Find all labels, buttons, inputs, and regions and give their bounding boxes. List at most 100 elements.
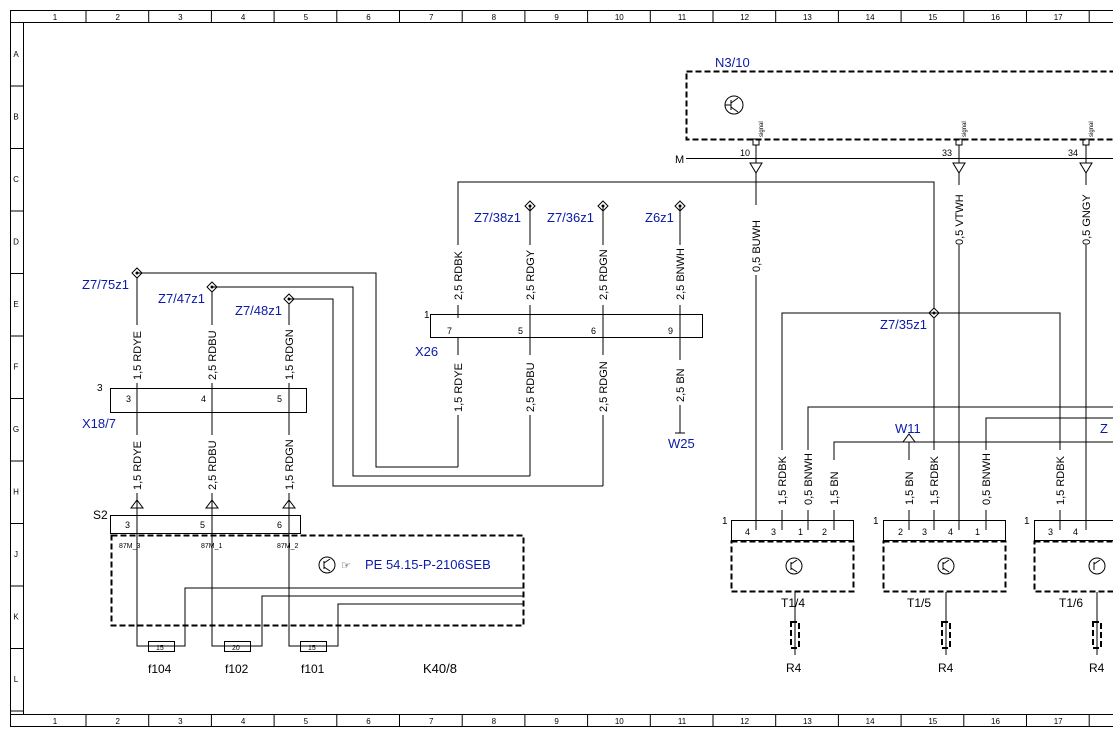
grid-col-label: 16 [991,717,1000,726]
grid-col-label: 8 [492,717,497,726]
grid-col-label: 8 [492,13,497,22]
wire-label: 0,5 BUWH [751,220,763,272]
s2-connector [110,515,301,534]
svg-text:5: 5 [518,326,523,336]
wire-label: 0,5 BNWH [803,453,815,505]
label-t1-6: T1/6 [1059,596,1083,610]
label-s2: S2 [93,508,108,522]
w11-ground-arrow [902,433,916,443]
label-z7-35z1: Z7/35z1 [880,317,927,332]
column-labels: 1122334455667788991010111112121313141415… [53,13,1063,726]
wire-label: 2,5 RDGN [598,249,610,300]
wire-label: 1,5 RDYE [453,363,465,412]
label-r4: R4 [938,661,954,675]
wire-bnwh-top [807,406,1113,530]
splice-z7-35z1 [928,307,940,319]
svg-text:3: 3 [771,527,776,537]
grid-row-label: B [13,113,18,122]
wire-label: 2,5 RDBK [453,250,465,300]
svg-text:5: 5 [277,394,282,404]
label-z7-48z1: Z7/48z1 [235,303,282,318]
grid-col-label: 9 [554,13,559,22]
grid-col-label: 10 [615,717,624,726]
svg-text:1: 1 [873,516,879,527]
svg-text:4: 4 [948,527,953,537]
pin-33-label: 33 [942,148,952,158]
wire-label: 2,5 RDGY [525,249,537,300]
svg-text:87M_3: 87M_3 [119,543,141,550]
splice-z7-36z1 [597,200,609,212]
transistor-icon [1088,557,1106,575]
pin-34-arrow [1079,162,1093,174]
svg-text:15: 15 [308,645,316,652]
wire-w11-left [833,441,909,530]
svg-text:3: 3 [126,394,131,404]
wire-label: 1,5 RDBK [1055,455,1067,505]
t1-6: 1 3 4 T1/6 R4 [1024,516,1113,675]
grid-col-label: 5 [304,13,309,22]
pin-10-label: 10 [740,148,750,158]
t1-5: 1 2 3 4 1 T1/5 R4 [873,516,1007,675]
x18-7-connector [110,388,307,413]
label-z7-38z1: Z7/38z1 [474,210,521,225]
transistor-icon [937,557,955,575]
svg-text:3: 3 [97,383,103,394]
wire-label: 1,5 BN [904,471,916,505]
svg-text:1: 1 [424,310,430,321]
label-t1-5: T1/5 [907,596,931,610]
grid-col-label: 13 [803,717,812,726]
svg-text:f104: f104 [148,662,172,676]
grid-col-label: 15 [928,13,937,22]
grid-col-label: 10 [615,13,624,22]
label-w11: W11 [895,421,921,436]
splice-z7-38z1 [524,200,536,212]
transistor-icon [785,557,803,575]
wire-label: 1,5 RDBK [777,455,789,505]
k40-8-box [110,534,525,627]
svg-text:9: 9 [668,326,673,336]
grid-col-label: 17 [1054,13,1063,22]
svg-text:2: 2 [822,527,827,537]
pin-34-label: 34 [1068,148,1078,158]
transistor-icon [318,556,336,574]
wire-label: 2,5 RDGN [598,361,610,412]
wire-label: 1,5 RDGN [284,329,296,380]
label-z7-47z1: Z7/47z1 [158,291,205,306]
svg-text:2: 2 [898,527,903,537]
wire-rdgn-cross [289,298,603,487]
x26-connector [430,314,703,338]
label-x18-7: X18/7 [82,416,116,431]
wire-label: 0,5 BNWH [981,453,993,505]
label-z7-36z1: Z7/36z1 [547,210,594,225]
n3-10-box [685,70,1113,141]
pe-reference-link[interactable]: PE 54.15-P-2106SEB [365,557,491,572]
svg-text:4: 4 [201,394,206,404]
grid-col-label: 2 [115,717,120,726]
grid-row-label: A [13,50,19,59]
wire-rdye-cross [137,272,458,468]
grid-col-label: 7 [429,13,434,22]
label-z6z1: Z6z1 [645,210,674,225]
hand-pointer-icon: ☞ [341,560,351,572]
grid-col-label: 5 [304,717,309,726]
grid-col-label: 16 [991,13,1000,22]
diagram-frame [10,10,1113,727]
grid-col-label: 15 [928,717,937,726]
svg-text:3: 3 [1048,527,1053,537]
grid-row-label: J [14,550,18,559]
wire-rdbu-cross [212,286,530,477]
svg-text:1: 1 [1024,516,1030,527]
label-m: M [675,154,684,166]
wire-label: 1,5 RDYE [132,331,144,380]
grid-col-label: 4 [241,13,246,22]
grid-col-label: 6 [366,717,371,726]
signal-label: signal [759,121,765,137]
grid-col-label: 1 [53,717,58,726]
pin-33-arrow [952,162,966,174]
grid-col-label: 9 [554,717,559,726]
wire-label: 2,5 RDBU [207,330,219,380]
grid-row-label: D [13,238,19,247]
grid-col-label: 12 [740,717,749,726]
grid-col-label: 13 [803,13,812,22]
